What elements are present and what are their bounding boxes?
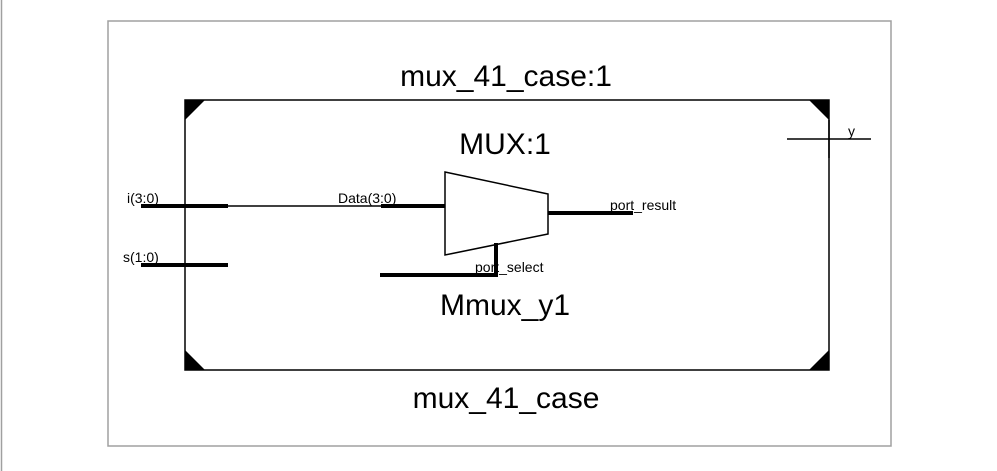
module-instance-label: mux_41_case:1 bbox=[400, 60, 612, 93]
output-y-label: y bbox=[848, 123, 855, 139]
module-name-label: mux_41_case bbox=[413, 382, 600, 415]
mux-symbol[interactable] bbox=[444, 171, 549, 256]
mux-result-label: port_result bbox=[610, 197, 676, 213]
module-corner-top-left bbox=[185, 100, 205, 120]
module-corner-bottom-left bbox=[185, 350, 205, 370]
mux-data-label: Data(3:0) bbox=[338, 190, 396, 206]
mux-select-label: port_select bbox=[475, 259, 544, 275]
input-s-label: s(1:0) bbox=[123, 249, 159, 265]
module-corner-top-right bbox=[809, 100, 829, 120]
mux-instance-label: MUX:1 bbox=[459, 128, 551, 161]
input-i-label: i(3:0) bbox=[127, 190, 159, 206]
mux-name-label: Mmux_y1 bbox=[440, 289, 570, 322]
module-corner-bottom-right bbox=[809, 350, 829, 370]
